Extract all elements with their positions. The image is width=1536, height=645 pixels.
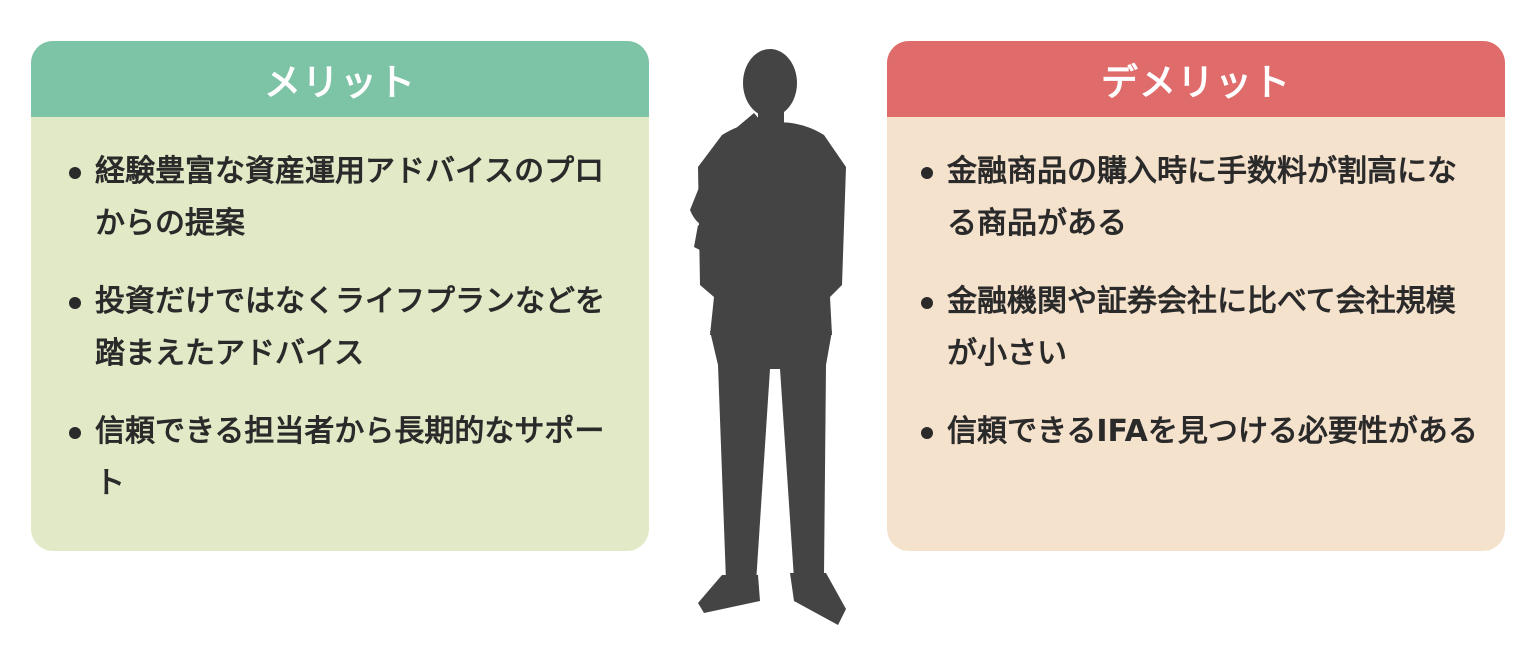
- demerit-item-text: 信頼できるIFAを見つける必要性がある: [947, 414, 1478, 449]
- merit-item-text: 投資だけではなくライフプランなどを踏まえたアドバイス: [95, 284, 605, 371]
- demerit-card: デメリット 金融商品の購入時に手数料が割高になる商品がある 金融機関や証券会社に…: [887, 41, 1505, 551]
- merit-card: メリット 経験豊富な資産運用アドバイスのプロからの提案 投資だけではなくライフプ…: [31, 41, 649, 551]
- bullet-icon: [69, 167, 81, 179]
- thinking-man-silhouette-icon: [690, 49, 846, 625]
- demerit-header: デメリット: [887, 41, 1505, 117]
- bullet-icon: [69, 427, 81, 439]
- demerit-item: 金融機関や証券会社に比べて会社規模が小さい: [921, 276, 1481, 380]
- bullet-icon: [921, 297, 933, 309]
- merit-title: メリット: [264, 61, 416, 104]
- merit-item: 投資だけではなくライフプランなどを踏まえたアドバイス: [69, 276, 629, 380]
- merit-item-text: 信頼できる担当者から長期的なサポート: [95, 414, 605, 501]
- merit-item-text: 経験豊富な資産運用アドバイスのプロからの提案: [95, 154, 605, 241]
- bullet-icon: [921, 167, 933, 179]
- bullet-icon: [921, 427, 933, 439]
- bullet-icon: [69, 297, 81, 309]
- demerit-item-text: 金融機関や証券会社に比べて会社規模が小さい: [947, 284, 1456, 371]
- merit-header: メリット: [31, 41, 649, 117]
- merit-item: 信頼できる担当者から長期的なサポート: [69, 406, 629, 510]
- demerit-item: 信頼できるIFAを見つける必要性がある: [921, 406, 1481, 458]
- demerit-title: デメリット: [1101, 61, 1291, 104]
- demerit-item-text: 金融商品の購入時に手数料が割高になる商品がある: [947, 154, 1457, 241]
- merit-item: 経験豊富な資産運用アドバイスのプロからの提案: [69, 146, 629, 250]
- demerit-item: 金融商品の購入時に手数料が割高になる商品がある: [921, 146, 1481, 250]
